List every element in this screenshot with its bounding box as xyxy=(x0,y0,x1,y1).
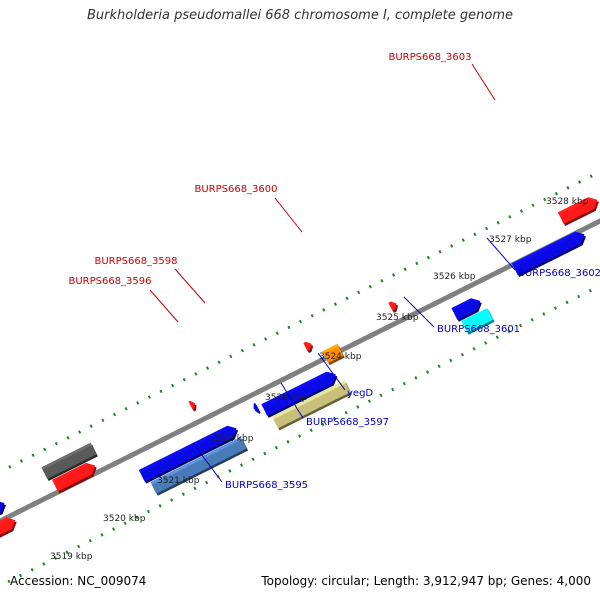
tick-label: 3523 kbp xyxy=(265,393,308,403)
gene-label: BURPS668_3602 xyxy=(518,268,600,279)
gene-label-leader xyxy=(192,442,223,483)
gene-arrow-red-highlight xyxy=(188,400,192,405)
gene-arrow-blue-highlight xyxy=(253,402,257,407)
gene-label: BURPS668_3598 xyxy=(94,256,177,267)
gene-label: BURPS668_3603 xyxy=(388,52,471,63)
gene-label: BURPS668_3600 xyxy=(194,184,277,195)
gene-arrow-red xyxy=(52,462,96,492)
inner-tick-track xyxy=(7,284,600,584)
gene-arrow-blue xyxy=(261,371,336,416)
gene-arrow-red-highlight xyxy=(52,462,88,483)
accession-label: Accession: NC_009074 xyxy=(10,574,147,588)
gene-arrow-blue-highlight xyxy=(511,231,577,267)
tick-label: 3526 kbp xyxy=(433,272,476,282)
gene-label-leader xyxy=(403,296,435,328)
outer-tick-track xyxy=(0,170,600,474)
gene-block-cyan-highlight xyxy=(461,308,489,324)
gene-label-leader xyxy=(280,382,304,419)
gene-block-orange-highlight xyxy=(322,343,339,355)
gene-arrow-red-highlight xyxy=(303,341,308,346)
gene-label: BURPS668_3595 xyxy=(225,480,308,491)
topology-label: Topology: circular; Length: 3,912,947 bp… xyxy=(261,574,591,588)
gene-label: BURPS668_3597 xyxy=(306,417,389,428)
gene-label-leader xyxy=(274,197,303,233)
gene-block-khaki-highlight xyxy=(272,380,346,420)
gene-arrow-red-highlight xyxy=(388,301,393,306)
gene-label: yegD xyxy=(347,388,373,399)
gene-arrow-blue-highlight xyxy=(451,298,473,311)
gene-block-gray xyxy=(41,442,97,479)
gene-label-leader xyxy=(486,237,516,271)
tick-label: 3519 kbp xyxy=(50,552,93,562)
gene-block-cyan xyxy=(461,308,494,333)
tick-label: 3520 kbp xyxy=(103,514,146,524)
gene-label: BURPS668_3596 xyxy=(68,276,151,287)
tick-label: 3528 kbp xyxy=(546,197,589,207)
gene-block-orange xyxy=(322,343,344,364)
tick-label: 3524 kbp xyxy=(319,352,362,362)
gene-label-leader xyxy=(149,289,179,323)
gene-arrow-blue xyxy=(138,425,237,482)
gene-arrow-red-highlight xyxy=(557,197,590,216)
gene-block-steelblue xyxy=(150,436,247,494)
gene-block-khaki xyxy=(272,380,351,429)
gene-label-leader xyxy=(471,63,496,101)
gene-arrow-blue-highlight xyxy=(138,425,229,473)
tick-label: 3522 kbp xyxy=(211,434,254,444)
gene-arrow-red-highlight xyxy=(0,517,8,524)
gene-block-gray-highlight xyxy=(41,442,92,471)
map-title: Burkholderia pseudomallei 668 chromosome… xyxy=(86,8,514,23)
gene-arrow-blue xyxy=(451,298,481,320)
gene-arrow-red xyxy=(557,197,598,225)
gene-label-leader xyxy=(317,352,346,391)
gene-block-steelblue-highlight xyxy=(150,436,243,485)
gene-label: BURPS668_3601 xyxy=(437,324,520,335)
gene-arrow-blue xyxy=(0,501,5,513)
gene-label-leader xyxy=(174,268,206,304)
tick-label: 3521 kbp xyxy=(157,476,200,486)
tick-label: 3527 kbp xyxy=(489,235,532,245)
gene-arrow-blue xyxy=(511,231,585,276)
tick-label: 3525 kbp xyxy=(376,313,419,323)
gene-arrow-blue-highlight xyxy=(261,371,329,407)
